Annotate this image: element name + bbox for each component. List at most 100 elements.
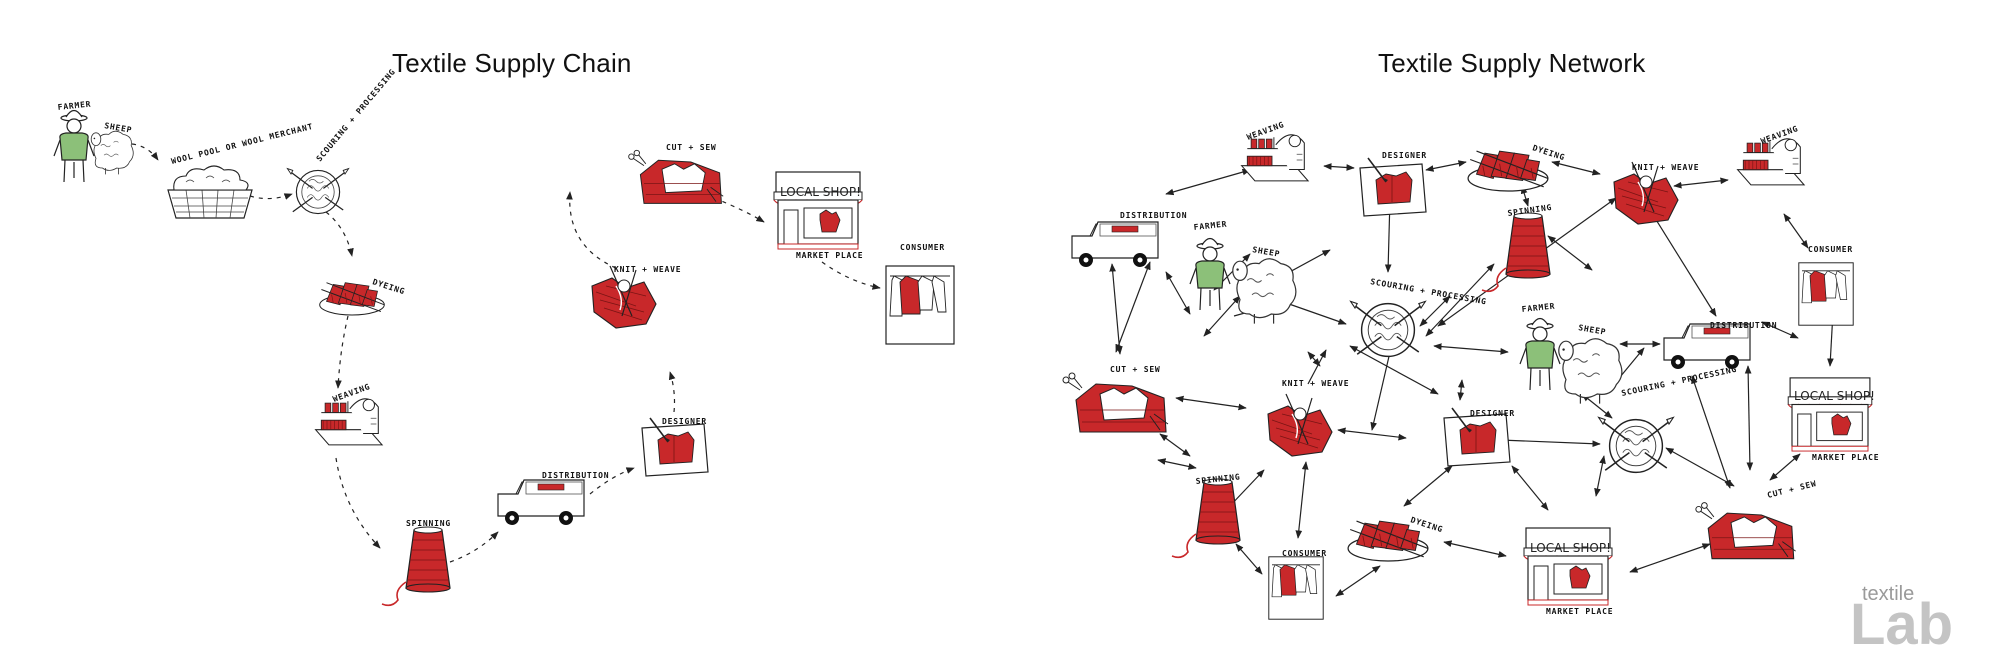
network-arrow: [1115, 261, 1151, 353]
net-dyeing-1: [1467, 150, 1549, 192]
chain-spinning: [381, 526, 451, 607]
chain-arrow: [566, 191, 617, 269]
network-arrow: [1547, 235, 1593, 271]
net-scouring-1-label: SCOURING + PROCESSING: [1370, 277, 1488, 306]
net-distribution-2-label: DISTRIBUTION: [1710, 321, 1777, 330]
network-arrow: [1337, 427, 1407, 441]
net-weaving-1: [1241, 134, 1309, 182]
chain-cut-sew: [628, 149, 724, 204]
chain-knit-weave-label: KNIT + WEAVE: [614, 265, 681, 274]
chain-spinning-label: SPINNING: [406, 519, 451, 528]
network-title: Textile Supply Network: [1378, 48, 1646, 78]
net-farmer-1-label: FARMER: [1193, 220, 1227, 232]
network-arrow: [1175, 395, 1247, 411]
chain-local-shop-sign: LOCAL SHOP!: [780, 185, 861, 199]
net-knit-weave-1-label: KNIT + WEAVE: [1632, 163, 1699, 172]
network-arrow: [1403, 465, 1453, 507]
textile-lab-logo: textile Lab: [1850, 583, 1953, 657]
net-consumer-2: [1268, 556, 1324, 620]
network-arrow: [1665, 447, 1735, 487]
net-dyeing-2: [1347, 520, 1429, 562]
net-distribution-1: [1071, 221, 1159, 268]
network-arrow: [1307, 351, 1321, 367]
network-arrow: [1433, 343, 1509, 355]
net-sheep-2-label: SHEEP: [1578, 323, 1607, 337]
network-arrow: [1295, 461, 1309, 539]
net-knit-weave-2-label: KNIT + WEAVE: [1282, 379, 1349, 388]
network-arrow: [1157, 458, 1197, 470]
chain-consumer: [885, 265, 955, 345]
net-dyeing-1-label: DYEING: [1531, 143, 1566, 162]
net-designer-1-label: DESIGNER: [1382, 151, 1427, 160]
network-arrow: [1673, 177, 1729, 189]
chain-dyeing: [319, 282, 385, 316]
chain-arrow: [335, 315, 349, 389]
net-cut-sew-2-label: CUT + SEW: [1766, 479, 1817, 500]
chain-arrow: [131, 143, 159, 161]
chain-designer-label: DESIGNER: [662, 417, 707, 426]
network-arrow: [1307, 349, 1327, 385]
net-spinning-1: [1481, 212, 1551, 293]
net-distribution-1-label: DISTRIBUTION: [1120, 211, 1187, 220]
chain-arrow: [449, 531, 499, 563]
network-arrow: [1335, 565, 1381, 597]
chain-distribution-label: DISTRIBUTION: [542, 471, 609, 480]
net-distribution-2: [1663, 323, 1751, 370]
net-weaving-2: [1737, 138, 1805, 186]
net-spinning-2: [1171, 478, 1241, 559]
chain-scouring: [286, 167, 350, 215]
chain-title: Textile Supply Chain: [392, 48, 632, 78]
logo-small-text: textile: [1862, 583, 1914, 605]
network-arrow: [1769, 453, 1801, 481]
chain-wool-pool-label: WOOL POOL OR WOOL MERCHANT: [170, 122, 314, 166]
chain-scouring-label: SCOURING + PROCESSING: [315, 67, 398, 163]
network-arrow: [1629, 543, 1711, 573]
net-consumer-2-label: CONSUMER: [1282, 549, 1327, 558]
net-scouring-1: [1349, 300, 1427, 358]
chain-cut-sew-label: CUT + SEW: [666, 143, 717, 152]
network-arrow: [1594, 455, 1606, 497]
net-consumer-1: [1798, 262, 1854, 326]
net-knit-weave-2: [1267, 393, 1333, 457]
net-local-shop-1-sign: LOCAL SHOP!: [1794, 389, 1875, 403]
net-scouring-2-label: SCOURING + PROCESSING: [1621, 365, 1738, 398]
net-cut-sew-1-label: CUT + SEW: [1110, 365, 1161, 374]
net-cut-sew-1: [1062, 372, 1169, 433]
network-arrow: [1165, 271, 1191, 315]
network-arrow: [1159, 433, 1191, 457]
network-arrow: [1457, 379, 1465, 401]
chain-weaving: [315, 398, 383, 446]
net-farmer-2-label: FARMER: [1521, 302, 1555, 314]
net-local-shop-2: [1523, 527, 1613, 606]
chain-local-shop: [773, 171, 863, 250]
network-arrow: [1443, 540, 1507, 558]
chain-arrow: [325, 211, 354, 257]
net-scouring-2: [1597, 416, 1675, 474]
chain-arrow: [713, 197, 765, 223]
chain-diagram: FARMER SHEEP WOOL POOL OR WOOL MERCHANT …: [53, 67, 955, 607]
net-market-place-1-label: MARKET PLACE: [1812, 453, 1879, 462]
chain-consumer-label: CONSUMER: [900, 243, 945, 252]
net-consumer-1-label: CONSUMER: [1808, 245, 1853, 254]
network-arrow: [1511, 465, 1549, 511]
network-arrow: [1203, 295, 1241, 337]
chain-farmer: [53, 109, 95, 183]
chain-arrow: [335, 457, 381, 549]
network-arrow: [1419, 295, 1451, 327]
chain-arrow: [589, 467, 635, 495]
chain-market-place-label: MARKET PLACE: [796, 251, 863, 260]
logo-big-text: Lab: [1850, 592, 1953, 657]
net-farmer-2: [1519, 317, 1561, 391]
chain-distribution: [497, 479, 585, 526]
network-arrow: [1109, 263, 1123, 355]
chain-wool-pool: [167, 165, 253, 219]
network-arrow: [1744, 365, 1754, 471]
network-arrow: [1691, 375, 1731, 489]
net-farmer-1: [1189, 237, 1231, 311]
chain-sheep: [90, 130, 134, 175]
network-arrow: [1783, 213, 1809, 249]
chain-farmer-label: FARMER: [57, 100, 91, 112]
chain-arrow: [668, 371, 676, 413]
